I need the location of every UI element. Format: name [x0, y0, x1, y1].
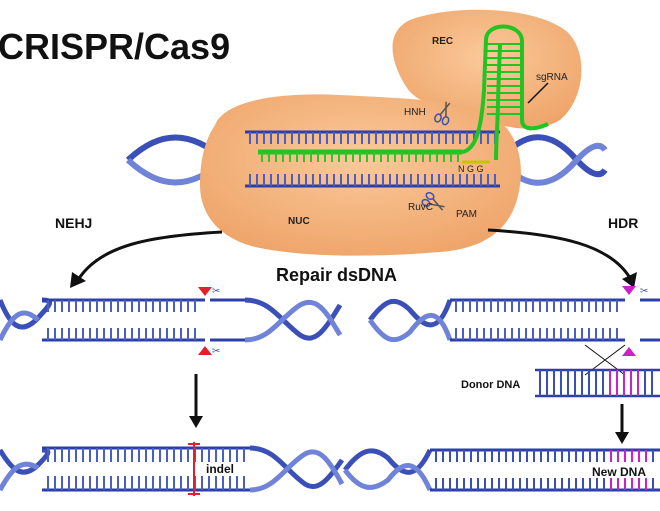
- donor-dna: [535, 368, 660, 398]
- scissors-icon: [421, 191, 445, 211]
- nehj-arrow: [76, 230, 223, 281]
- scissors-icon: [434, 101, 451, 126]
- hdr-cut-dna: ✂: [367, 286, 660, 376]
- hdr-arrowhead: [622, 272, 637, 288]
- sgrna-label: sgRNA: [536, 72, 568, 83]
- nehj-repaired-dna: [0, 442, 345, 496]
- hdr-down-arrowhead: [615, 432, 629, 444]
- hnh-label: HNH: [404, 107, 426, 118]
- diagram-title: CRISPR/Cas9: [0, 26, 231, 67]
- sgrna-pointer: [527, 82, 549, 104]
- nuc-label: NUC: [288, 216, 310, 227]
- rec-lobe: [392, 9, 582, 129]
- top-dna-ladder: [245, 130, 500, 188]
- pam-label: PAM: [456, 209, 477, 220]
- rec-label: REC: [432, 36, 453, 47]
- hdr-repaired-dna: [343, 448, 660, 492]
- nehj-arrowhead: [70, 272, 86, 288]
- nehj-down-arrowhead: [189, 416, 203, 428]
- hdr-label: HDR: [608, 215, 638, 231]
- repair-label: Repair dsDNA: [276, 265, 397, 285]
- ngg-label: N G G: [458, 164, 484, 174]
- svg-text:✂: ✂: [212, 346, 220, 357]
- ruvc-label: RuvC: [408, 202, 433, 213]
- donor-label: Donor DNA: [461, 379, 520, 391]
- sgrna-hairpin: [461, 24, 549, 161]
- new-dna-label: New DNA: [592, 465, 646, 479]
- nehj-cut-dna: ✂ ✂: [0, 286, 343, 357]
- svg-text:✂: ✂: [212, 286, 220, 297]
- hdr-arrow: [487, 228, 632, 279]
- svg-text:✂: ✂: [640, 286, 648, 297]
- nuc-lobe: [200, 94, 521, 256]
- nehj-label: NEHJ: [55, 215, 92, 231]
- indel-label: indel: [206, 462, 234, 476]
